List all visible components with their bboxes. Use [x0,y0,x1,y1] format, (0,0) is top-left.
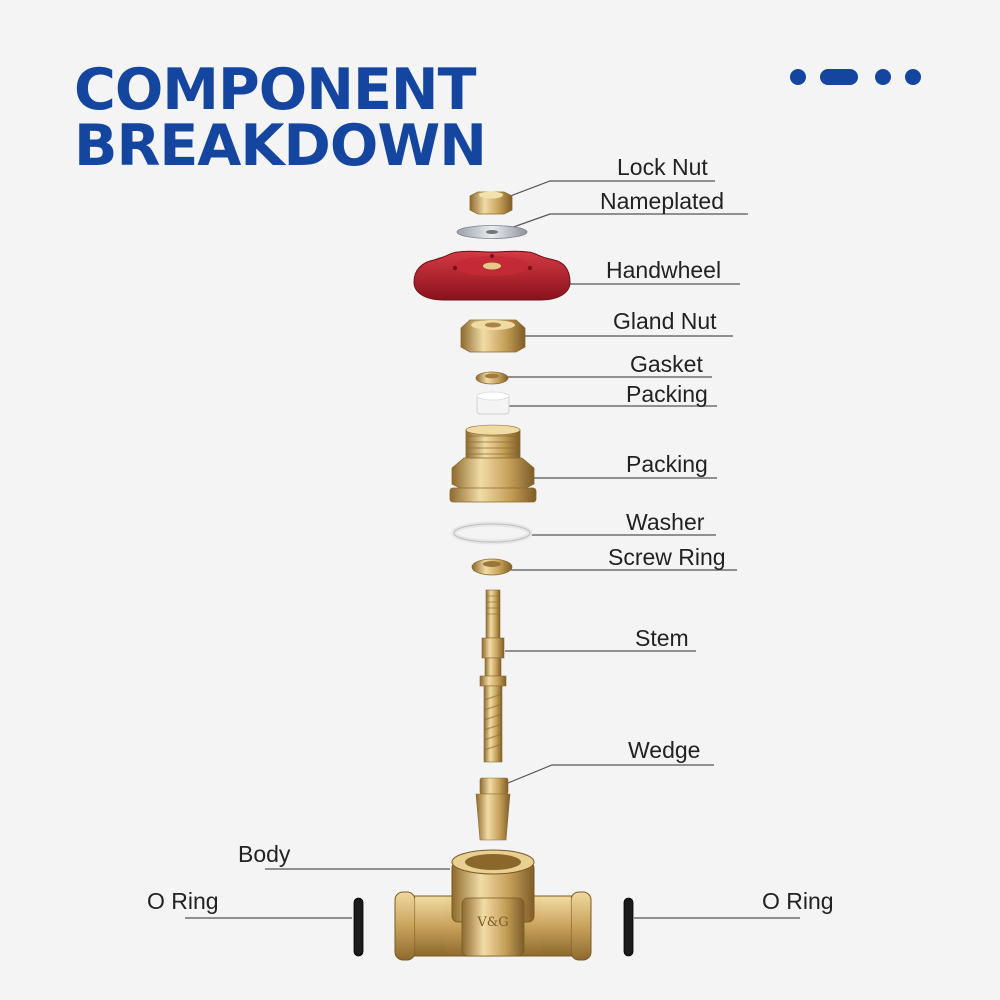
leader-lock-nut [504,180,715,199]
dot-4 [905,69,921,85]
wedge-part [475,777,511,841]
handwheel-part [413,250,571,301]
page-title: COMPONENT BREAKDOWN [74,57,487,179]
label-gland-nut: Gland Nut [613,308,717,334]
label-wedge: Wedge [628,737,701,763]
title-line-1: COMPONENT [74,57,476,123]
label-o-ring-left: O Ring [147,888,219,914]
o-ring-right-part [623,897,634,957]
label-handwheel: Handwheel [606,257,722,283]
label-body: Body [238,841,291,867]
gland-nut-part [460,319,526,353]
packing-white-part [476,391,510,415]
stem-part [479,589,507,763]
leader-wedge [507,764,714,784]
o-ring-left-part [353,897,364,957]
leader-lines [185,180,800,919]
dot-3 [875,69,891,85]
label-gasket: Gasket [630,351,703,377]
dot-1 [790,69,806,85]
label-packing-2: Packing [626,451,708,477]
leader-nameplated [504,213,748,231]
label-nameplated: Nameplated [600,188,725,214]
dot-2-active [820,69,858,85]
nameplate-part [456,225,528,239]
label-o-ring-right: O Ring [762,888,834,914]
bonnet-packing-part [449,424,537,503]
body-mark-text: V&G [476,915,508,930]
valve-body-part: V&G [394,849,592,961]
lock-nut-part [469,191,513,215]
label-washer: Washer [626,509,705,535]
label-stem: Stem [635,625,689,651]
screw-ring-part [471,558,513,576]
washer-part [451,521,533,545]
gasket-part [475,371,509,385]
label-packing-1: Packing [626,381,708,407]
title-line-2: BREAKDOWN [74,113,487,179]
label-lock-nut: Lock Nut [617,154,708,180]
label-screw-ring: Screw Ring [608,544,726,570]
